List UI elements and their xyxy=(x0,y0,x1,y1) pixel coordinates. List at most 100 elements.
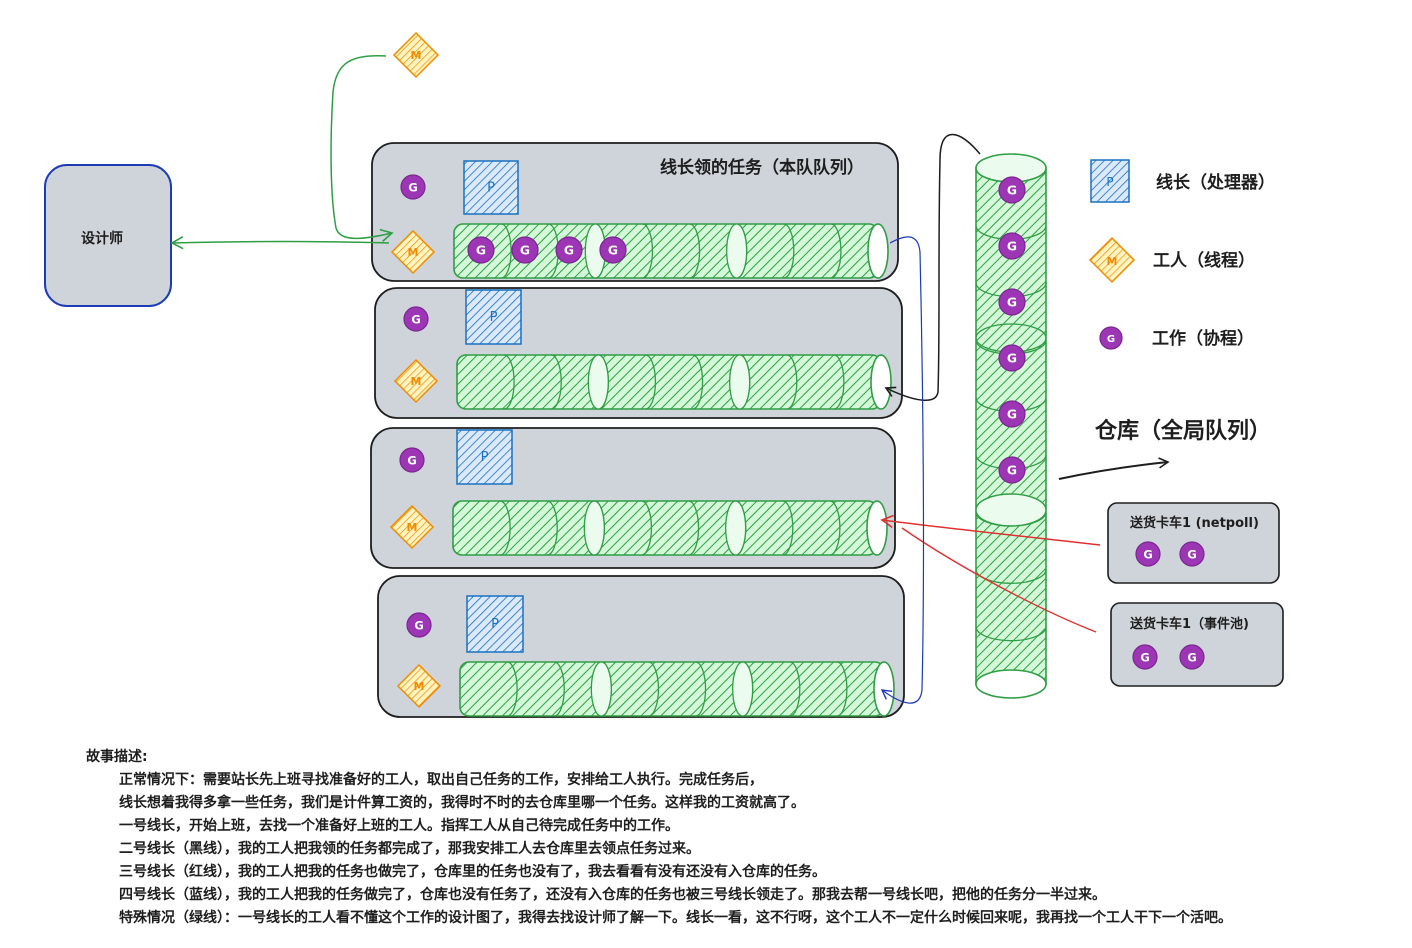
processor-icon xyxy=(1090,159,1130,203)
worker-icon: M xyxy=(390,229,436,275)
legend-item-worker: M 工人（线程） xyxy=(1088,236,1255,284)
goroutine-letter: G xyxy=(1187,650,1196,664)
processor-letter: P xyxy=(1106,175,1113,189)
goroutine-letter: G xyxy=(1140,650,1149,664)
goroutine-icon: G xyxy=(998,288,1026,316)
goroutine-letter: G xyxy=(1187,547,1196,561)
global-queue-label: 仓库（全局队列） xyxy=(1094,418,1271,444)
goroutine-icon: G xyxy=(998,232,1026,260)
green-line-worker-handoff xyxy=(330,54,394,242)
designer-label: 设计师 xyxy=(81,230,123,247)
local-queue-tube xyxy=(456,354,892,410)
legend-label: 线长（处理器） xyxy=(1156,172,1275,193)
processor-panels: G P M G G G G G P M G P M G P M xyxy=(370,142,905,718)
story-line: 正常情况下：需要站长先上班寻找准备好的工人，取出自己任务的工作，安排给工人执行。… xyxy=(119,772,763,788)
green-line-to-designer xyxy=(170,236,390,250)
worker-letter: M xyxy=(408,246,419,259)
goroutine-letter: G xyxy=(411,312,420,326)
legend-label: 工人（线程） xyxy=(1153,250,1255,271)
processor-letter: P xyxy=(487,181,495,196)
black-line-steal-global xyxy=(884,133,981,402)
story-line: 特殊情况（绿线）：一号线长的工人看不懂这个工作的设计图了，我得去找设计师了解一下… xyxy=(119,910,1232,926)
goroutine-icon: G xyxy=(1135,541,1161,567)
local-queue-title: 线长领的任务（本队队列） xyxy=(660,157,864,178)
story-line: 二号线长（黑线），我的工人把我领的任务都完成了，那我安排工人去仓库里去领点任务过… xyxy=(119,841,700,857)
processor-icon: P xyxy=(456,429,513,485)
processor-letter: P xyxy=(481,450,489,465)
story-line: 线长想着我得多拿一些任务，我们是计件算工资的，我得时不时的去仓库里哪一个任务。这… xyxy=(119,795,805,811)
worker-icon: M xyxy=(392,31,440,79)
worker-letter: M xyxy=(411,375,422,388)
local-queue-tube xyxy=(459,661,895,717)
processor-icon: P xyxy=(465,289,522,345)
local-queue-tube xyxy=(452,500,888,556)
local-queue-tube xyxy=(453,223,889,279)
goroutine-letter: G xyxy=(1007,240,1017,254)
global-queue-pointer-arrow xyxy=(1058,457,1170,480)
goroutine-icon: G xyxy=(998,176,1026,204)
goroutine-letter: G xyxy=(1007,408,1017,422)
floating-worker: M xyxy=(392,31,440,79)
goroutine-icon: G xyxy=(599,236,627,264)
global-queue: G G G G G G xyxy=(975,153,1047,699)
goroutine-icon: G xyxy=(399,447,425,473)
goroutine-letter: G xyxy=(1007,184,1017,198)
truck-netpoll: 送货卡车1 (netpoll) G G xyxy=(1107,502,1280,584)
goroutine-letter: G xyxy=(408,180,417,194)
goroutine-icon: G xyxy=(998,344,1026,372)
designer-node: 设计师 xyxy=(44,164,172,307)
worker-icon: M xyxy=(389,504,435,550)
goroutine-letter: G xyxy=(414,618,423,632)
processor-panel: G P M xyxy=(370,427,896,569)
goroutine-icon: G xyxy=(1132,644,1158,670)
goroutine-letter: G xyxy=(1007,352,1017,366)
worker-letter: M xyxy=(411,49,422,62)
goroutine-icon: G xyxy=(400,174,426,200)
truck-label: 送货卡车1 (netpoll) xyxy=(1129,515,1259,531)
worker-icon: M xyxy=(396,663,442,709)
red-line-netpoll xyxy=(880,514,1101,546)
processor-letter: P xyxy=(491,617,499,632)
processor-icon: P xyxy=(463,160,519,215)
worker-letter: M xyxy=(414,680,425,693)
truck-event-pool: 送货卡车1（事件池) G G xyxy=(1110,602,1284,687)
worker-letter: M xyxy=(407,521,418,534)
goroutine-icon xyxy=(1099,326,1123,350)
goroutine-icon: G xyxy=(1179,644,1205,670)
goroutine-letter: G xyxy=(520,244,530,258)
goroutine-icon: G xyxy=(998,456,1026,484)
goroutine-letter: G xyxy=(608,244,618,258)
goroutine-letter: G xyxy=(407,453,416,467)
goroutine-icon: G xyxy=(511,236,539,264)
goroutine-icon: G xyxy=(403,306,429,332)
goroutine-letter: G xyxy=(476,244,486,258)
worker-icon: M xyxy=(393,358,439,404)
legend-item-goroutine: G 工作（协程） xyxy=(1099,326,1254,350)
goroutine-letter: G xyxy=(1143,547,1152,561)
story-line: 一号线长，开始上班，去找一个准备好上班的工人。指挥工人从自己待完成任务中的工作。 xyxy=(119,818,679,834)
goroutine-icon: G xyxy=(467,236,495,264)
legend-item-processor: P 线长（处理器） xyxy=(1090,159,1275,203)
story-line: 四号线长（蓝线），我的工人把我的任务做完了，仓库也没有任务了，还没有入仓库的任务… xyxy=(119,887,1106,903)
goroutine-icon: G xyxy=(998,400,1026,428)
worker-letter: M xyxy=(1107,255,1118,268)
goroutine-letter: G xyxy=(564,244,574,258)
goroutine-icon: G xyxy=(1179,541,1205,567)
story-title: 故事描述: xyxy=(86,749,148,765)
goroutine-icon: G xyxy=(555,236,583,264)
worker-icon xyxy=(1088,236,1136,284)
processor-panel: G P M G G G G xyxy=(371,142,899,282)
goroutine-letter: G xyxy=(1007,296,1017,310)
processor-icon: P xyxy=(466,595,524,653)
story-description: 故事描述: 正常情况下：需要站长先上班寻找准备好的工人，取出自己任务的工作，安排… xyxy=(86,746,1396,930)
processor-panel: G P M xyxy=(377,575,905,718)
processor-letter: P xyxy=(490,310,498,325)
processor-panel: G P M xyxy=(374,287,903,419)
story-line: 三号线长（红线），我的工人把我的任务也做完了，仓库里的任务也没有了，我去看看有没… xyxy=(119,864,826,880)
blue-line-steal-half xyxy=(880,236,925,704)
goroutine-letter: G xyxy=(1007,464,1017,478)
truck-label: 送货卡车1（事件池) xyxy=(1129,616,1249,632)
legend: P 线长（处理器） M 工人（线程） G 工作（协程） xyxy=(1088,159,1275,350)
goroutine-icon: G xyxy=(406,612,432,638)
